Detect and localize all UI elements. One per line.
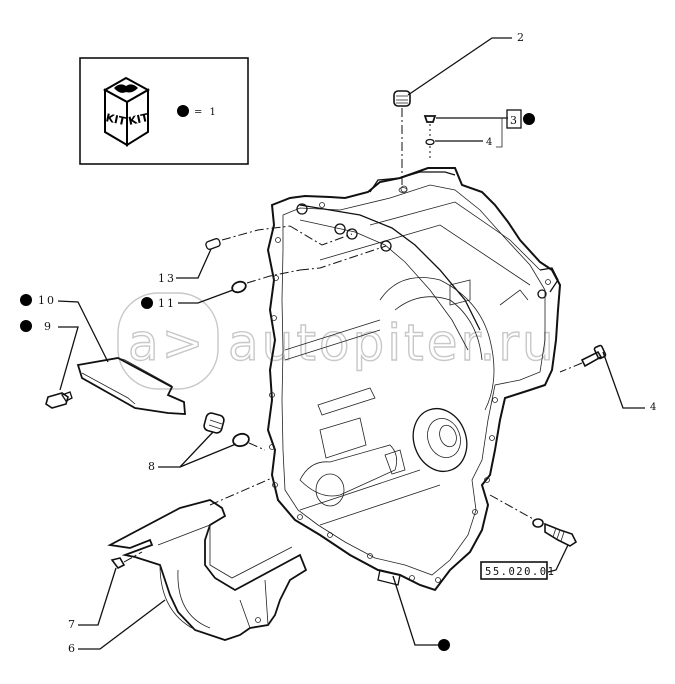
kit-bullet-11 xyxy=(141,297,153,309)
callout-label-9: 9 xyxy=(44,320,53,333)
watermark: a> autopiter.ru xyxy=(117,292,557,390)
callout-label-7: 7 xyxy=(68,618,77,631)
kit-bullet-3 xyxy=(523,113,535,125)
kit-bullet-9 xyxy=(20,320,32,332)
callout-label-10: 10 xyxy=(38,294,56,307)
kit-bullet-icon xyxy=(177,105,189,117)
watermark-logo-frame xyxy=(117,292,219,390)
callout-label-4-washer: 4 xyxy=(486,137,494,148)
callout-10: 10 xyxy=(20,294,109,363)
kit-box-icon: KIT KIT xyxy=(102,76,151,147)
part-8-plug-oring xyxy=(203,412,266,451)
callout-9: 9 xyxy=(20,320,79,391)
watermark-logo-glyph: a> xyxy=(128,314,207,372)
callout-6: 6 xyxy=(68,599,166,655)
callout-13: 13 xyxy=(158,248,212,285)
kit-bullet-housing xyxy=(438,639,450,651)
assembly-guides xyxy=(289,225,387,271)
callout-3: 3 xyxy=(436,109,535,148)
kit-label-left: KIT xyxy=(105,111,128,128)
callout-ref-55-020-01: 55.020.01 xyxy=(480,544,569,580)
part-9-bolt xyxy=(45,391,73,409)
callout-label-4-bolt: 4 xyxy=(650,402,658,413)
legend-frame xyxy=(79,57,249,165)
watermark-text: autopiter.ru xyxy=(228,314,557,372)
part-3-plug-and-washer xyxy=(423,115,437,158)
part-13-dowel xyxy=(205,225,291,250)
callout-4-washer: 4 xyxy=(435,137,494,148)
callout-label-6: 6 xyxy=(68,642,77,655)
callout-label-3: 3 xyxy=(510,114,517,127)
part-4-bolt xyxy=(559,344,607,373)
legend-equals-text: = 1 xyxy=(194,107,218,118)
callout-2: 2 xyxy=(407,31,526,96)
callout-11: 11 xyxy=(141,289,234,310)
callout-label-13: 13 xyxy=(158,272,176,285)
part-10-cover xyxy=(76,357,186,415)
kit-bullet-10 xyxy=(20,294,32,306)
callout-label-2: 2 xyxy=(517,31,526,44)
callout-label-8: 8 xyxy=(148,460,157,473)
part-7-screw xyxy=(110,551,143,570)
kit-label-right: KIT xyxy=(127,111,150,128)
callout-8: 8 xyxy=(148,431,237,473)
callout-label-11: 11 xyxy=(158,297,176,310)
callout-label-ref: 55.020.01 xyxy=(485,566,555,578)
part-2-plug xyxy=(393,90,411,193)
housing xyxy=(266,167,562,592)
kit-legend: KIT KIT = 1 xyxy=(79,57,249,165)
callout-7: 7 xyxy=(68,567,117,631)
callout-housing xyxy=(392,575,450,651)
callout-box-3 xyxy=(506,109,522,129)
part-11-oring xyxy=(231,269,301,294)
part-6-guard xyxy=(107,477,308,641)
callout-4-bolt: 4 xyxy=(602,351,658,413)
part-sensor xyxy=(489,494,578,547)
ref-box xyxy=(480,561,548,580)
